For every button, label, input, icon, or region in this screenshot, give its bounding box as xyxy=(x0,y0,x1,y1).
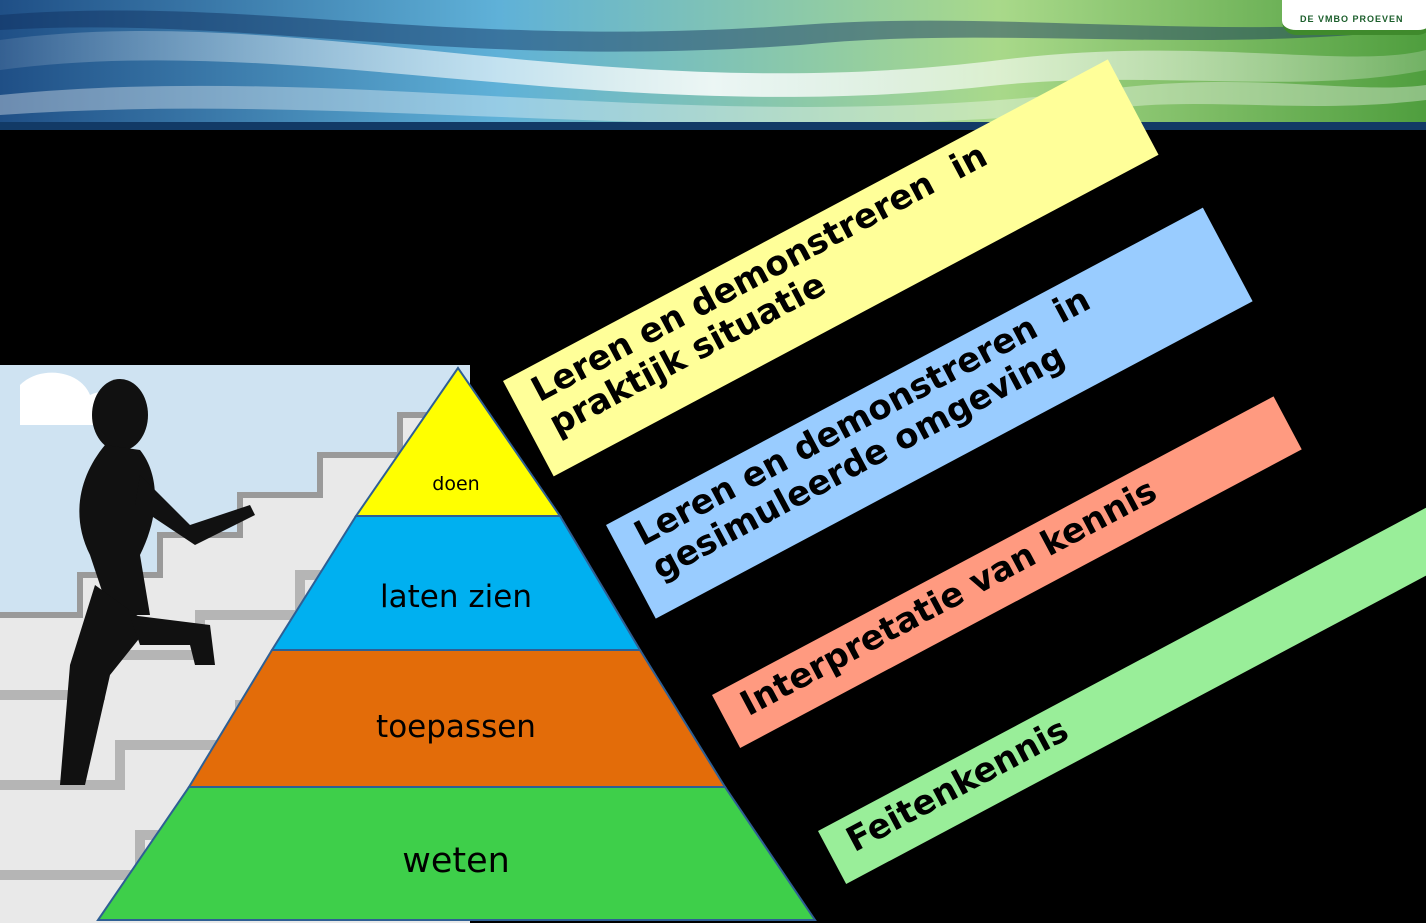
tier-label-toepassen: toepassen xyxy=(376,709,536,745)
tier-label-laten-zien: laten zien xyxy=(380,579,532,615)
header-banner xyxy=(0,0,1426,130)
pyramid-tier-weten xyxy=(96,786,817,921)
brand-logo: DE VMBO PROEVEN xyxy=(1282,0,1426,35)
brand-text: DE VMBO PROEVEN xyxy=(1300,14,1404,24)
tier-label-weten: weten xyxy=(402,841,510,881)
tier-label-doen: doen xyxy=(432,473,480,495)
